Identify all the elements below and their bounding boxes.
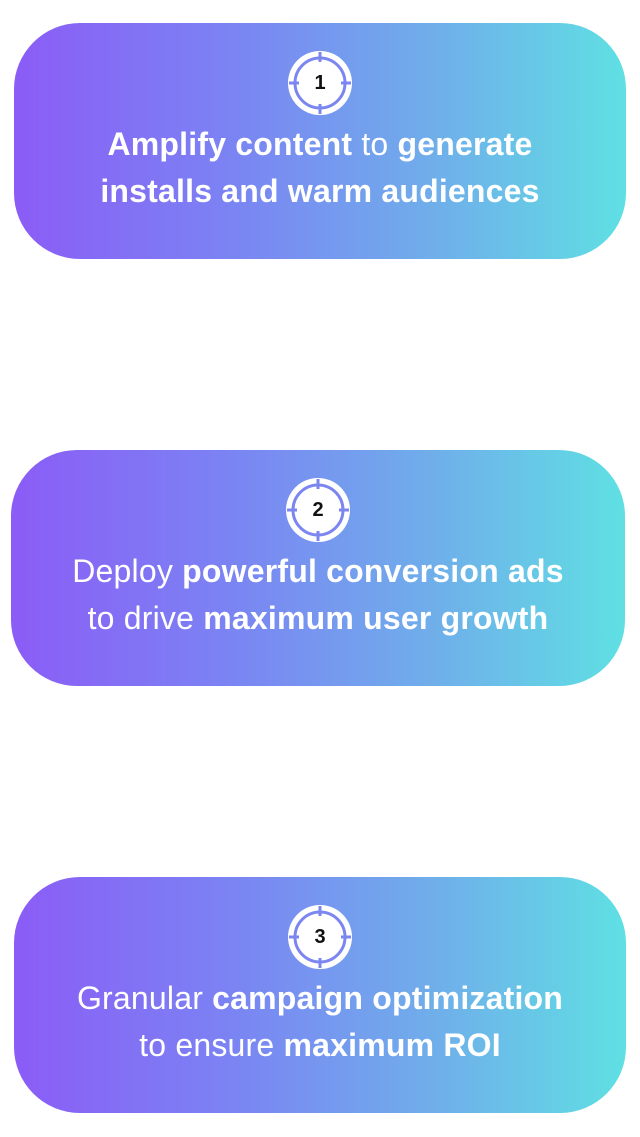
feature-card-2: 2 Deploy powerful conversion ads to driv… <box>11 450 625 686</box>
regular-phrase: Granular <box>76 980 213 1016</box>
step-number: 2 <box>312 499 324 521</box>
card-line: to drive maximum user growth <box>31 595 605 642</box>
regular-phrase: to ensure <box>139 1027 284 1063</box>
bold-phrase: maximum user growth <box>203 600 549 636</box>
regular-phrase: to <box>352 126 398 162</box>
card-text: Granular campaign optimization to ensure… <box>34 975 606 1069</box>
card-text: Deploy powerful conversion ads to drive … <box>31 548 605 642</box>
card-line: Granular campaign optimization <box>34 975 606 1022</box>
card-line: Amplify content to generate <box>34 121 606 168</box>
step-number: 3 <box>314 926 326 948</box>
bold-phrase: maximum ROI <box>283 1027 501 1063</box>
feature-card-3: 3 Granular campaign optimization to ensu… <box>14 877 626 1113</box>
step-number: 1 <box>314 72 326 94</box>
card-line: installs and warm audiences <box>34 168 606 215</box>
target-crosshair-icon: 1 <box>286 49 354 117</box>
bold-phrase: powerful conversion ads <box>182 553 564 589</box>
bold-phrase: generate <box>397 126 533 162</box>
bold-phrase: campaign optimization <box>212 980 564 1016</box>
card-text: Amplify content to generate installs and… <box>34 121 606 215</box>
regular-phrase: Deploy <box>72 553 183 589</box>
regular-phrase: to drive <box>87 600 204 636</box>
feature-card-1: 1 Amplify content to generate installs a… <box>14 23 626 259</box>
target-crosshair-icon: 3 <box>286 903 354 971</box>
card-line: Deploy powerful conversion ads <box>31 548 605 595</box>
bold-phrase: Amplify content <box>107 126 353 162</box>
card-line: to ensure maximum ROI <box>34 1022 606 1069</box>
target-crosshair-icon: 2 <box>284 476 352 544</box>
bold-phrase: installs and warm audiences <box>100 173 540 209</box>
